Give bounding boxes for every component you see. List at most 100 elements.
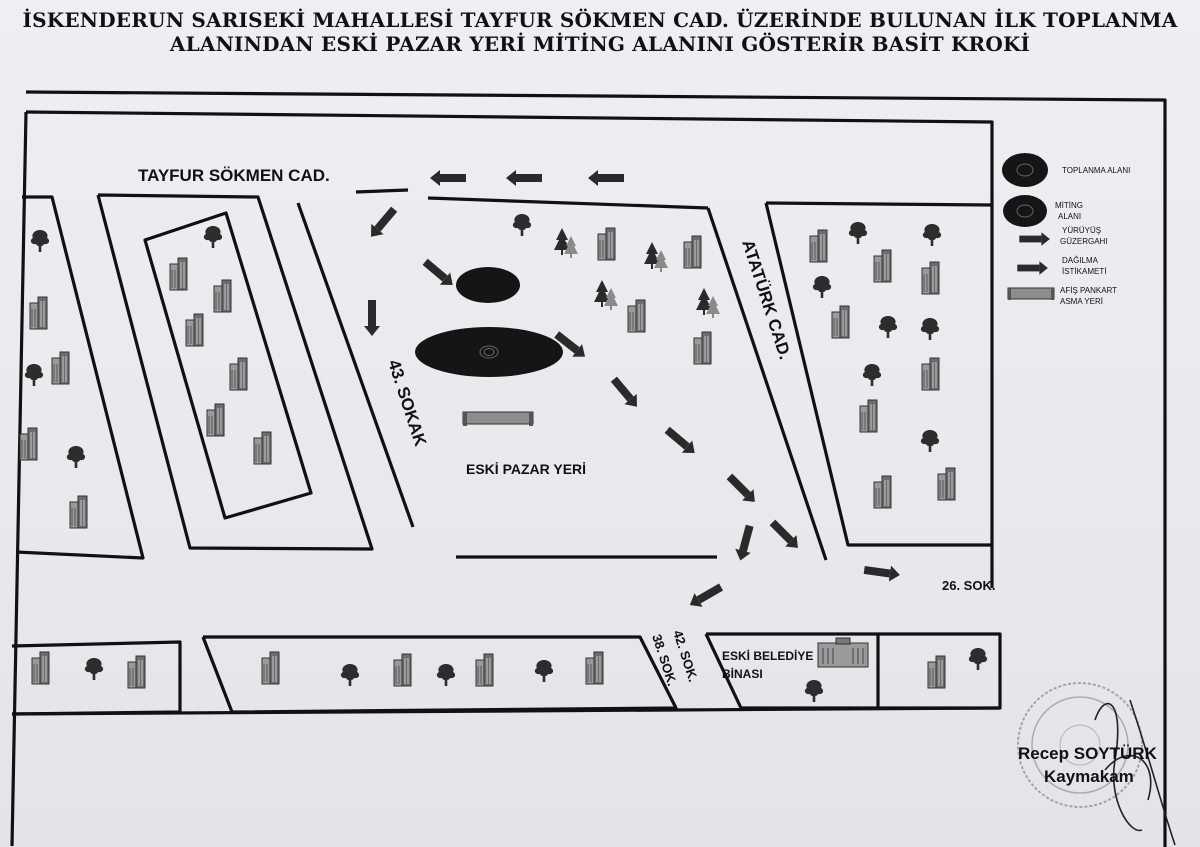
pine-tree-icon [594,280,618,310]
march-arrow-icon [506,170,542,186]
toplanma-alani-marker [456,267,520,303]
legend-miting-icon [1003,195,1047,227]
tree-icon [968,648,988,670]
legend-yuruyus-label-2: GÜZERGAHI [1060,237,1108,246]
afis-pankart-icon [462,411,534,427]
march-arrow-icon [588,170,624,186]
building-icon [585,651,604,685]
building-icon [921,357,940,391]
building-icon [693,331,712,365]
tree-icon [30,230,50,252]
building-icon [31,651,50,685]
building-icon [229,357,248,391]
tree-icon [848,222,868,244]
building-icon [206,403,225,437]
legend-afis-icon [1007,287,1055,300]
dispersal-arrow-icon [766,516,804,554]
legend-dagilma-label-2: İSTİKAMETİ [1062,267,1106,276]
building-icon [683,235,702,269]
legend-dagilma-label-1: DAĞILMA [1062,256,1099,265]
building-icon [475,653,494,687]
march-arrow-icon [430,170,466,186]
dispersal-arrow-icon [863,562,901,583]
building-icon [261,651,280,685]
signatory-name: Recep SOYTÜRK [1018,744,1158,763]
sok-26-label: 26. SOK. [942,578,995,593]
building-icon [29,296,48,330]
binasi-label: BİNASI [722,666,763,681]
building-icon [809,229,828,263]
dagilma-arrows [551,328,901,612]
building-icon [19,427,38,461]
tree-icon [84,658,104,680]
tree-icon [512,214,532,236]
pine-tree-icon [696,288,720,318]
eski-pazar-yeri-label: ESKİ PAZAR YERİ [466,461,586,477]
official-stamp [1017,682,1143,808]
tree-icon [920,318,940,340]
title-line-1: İSKENDERUN SARISEKİ MAHALLESİ TAYFUR SÖK… [22,8,1178,32]
miting-alani-marker [415,327,563,377]
road-lines [10,90,1167,847]
signatory-role: Kaymakam [1044,767,1134,786]
ataturk-street-label: ATATÜRK CAD. [738,237,795,361]
building-icon [127,655,146,689]
dispersal-arrow-icon [685,580,726,612]
building-icon [69,495,88,529]
dispersal-arrow-icon [723,470,761,508]
tree-icon [66,446,86,468]
building-icon [831,305,850,339]
pine-tree-icon [554,228,578,258]
dispersal-arrow-icon [607,374,644,412]
tree-icon [804,680,824,702]
legend-yuruyus-icon [1019,232,1050,246]
legend-dagilma-icon [1017,261,1048,275]
tree-icon [24,364,44,386]
building-icon [921,261,940,295]
march-arrow-icon [364,300,380,336]
tree-icon [436,664,456,686]
legend-afis-label-1: AFİŞ PANKART [1060,286,1117,295]
legend-miting-label-2: ALANI [1058,212,1081,221]
building-icon [185,313,204,347]
legend-yuruyus-label-1: YÜRÜYÜŞ [1062,226,1101,235]
tree-icon [534,660,554,682]
building-icon [627,299,646,333]
legend-miting-label-1: MİTİNG [1055,201,1083,210]
tree-icon [862,364,882,386]
pine-tree-icon [644,242,668,272]
tayfur-sokmen-street-label: TAYFUR SÖKMEN CAD. [138,166,330,185]
signature-mark [1094,699,1176,846]
building-icon [51,351,70,385]
title-line-2: ALANINDAN ESKİ PAZAR YERİ MİTİNG ALANINI… [169,32,1031,56]
building-icon [937,467,956,501]
tree-icon [203,226,223,248]
building-icon [873,249,892,283]
dispersal-arrow-icon [662,423,700,460]
building-icon [927,655,946,689]
legend: TOPLANMA ALANI MİTİNG ALANI YÜRÜYÜŞ GÜZE… [1002,153,1130,306]
legend-toplanma-label: TOPLANMA ALANI [1062,166,1130,175]
march-arrow-icon [364,204,401,242]
eski-belediye-label: ESKİ BELEDİYE [722,648,813,663]
building-icon [393,653,412,687]
legend-toplanma-icon [1002,153,1048,187]
municipality-building-icon [817,637,869,668]
march-arrow-icon [420,255,458,292]
building-icon [597,227,616,261]
building-icon [213,279,232,313]
tree-icon [878,316,898,338]
building-icon [169,257,188,291]
tree-icon [812,276,832,298]
building-icon [873,475,892,509]
building-icon [859,399,878,433]
tree-icon [922,224,942,246]
yuruyus-arrows [364,170,624,336]
building-icon [253,431,272,465]
legend-afis-label-2: ASMA YERİ [1060,297,1103,306]
tree-icon [340,664,360,686]
dispersal-arrow-icon [732,523,758,563]
sokak-43-label: 43. SOKAK [384,357,430,449]
